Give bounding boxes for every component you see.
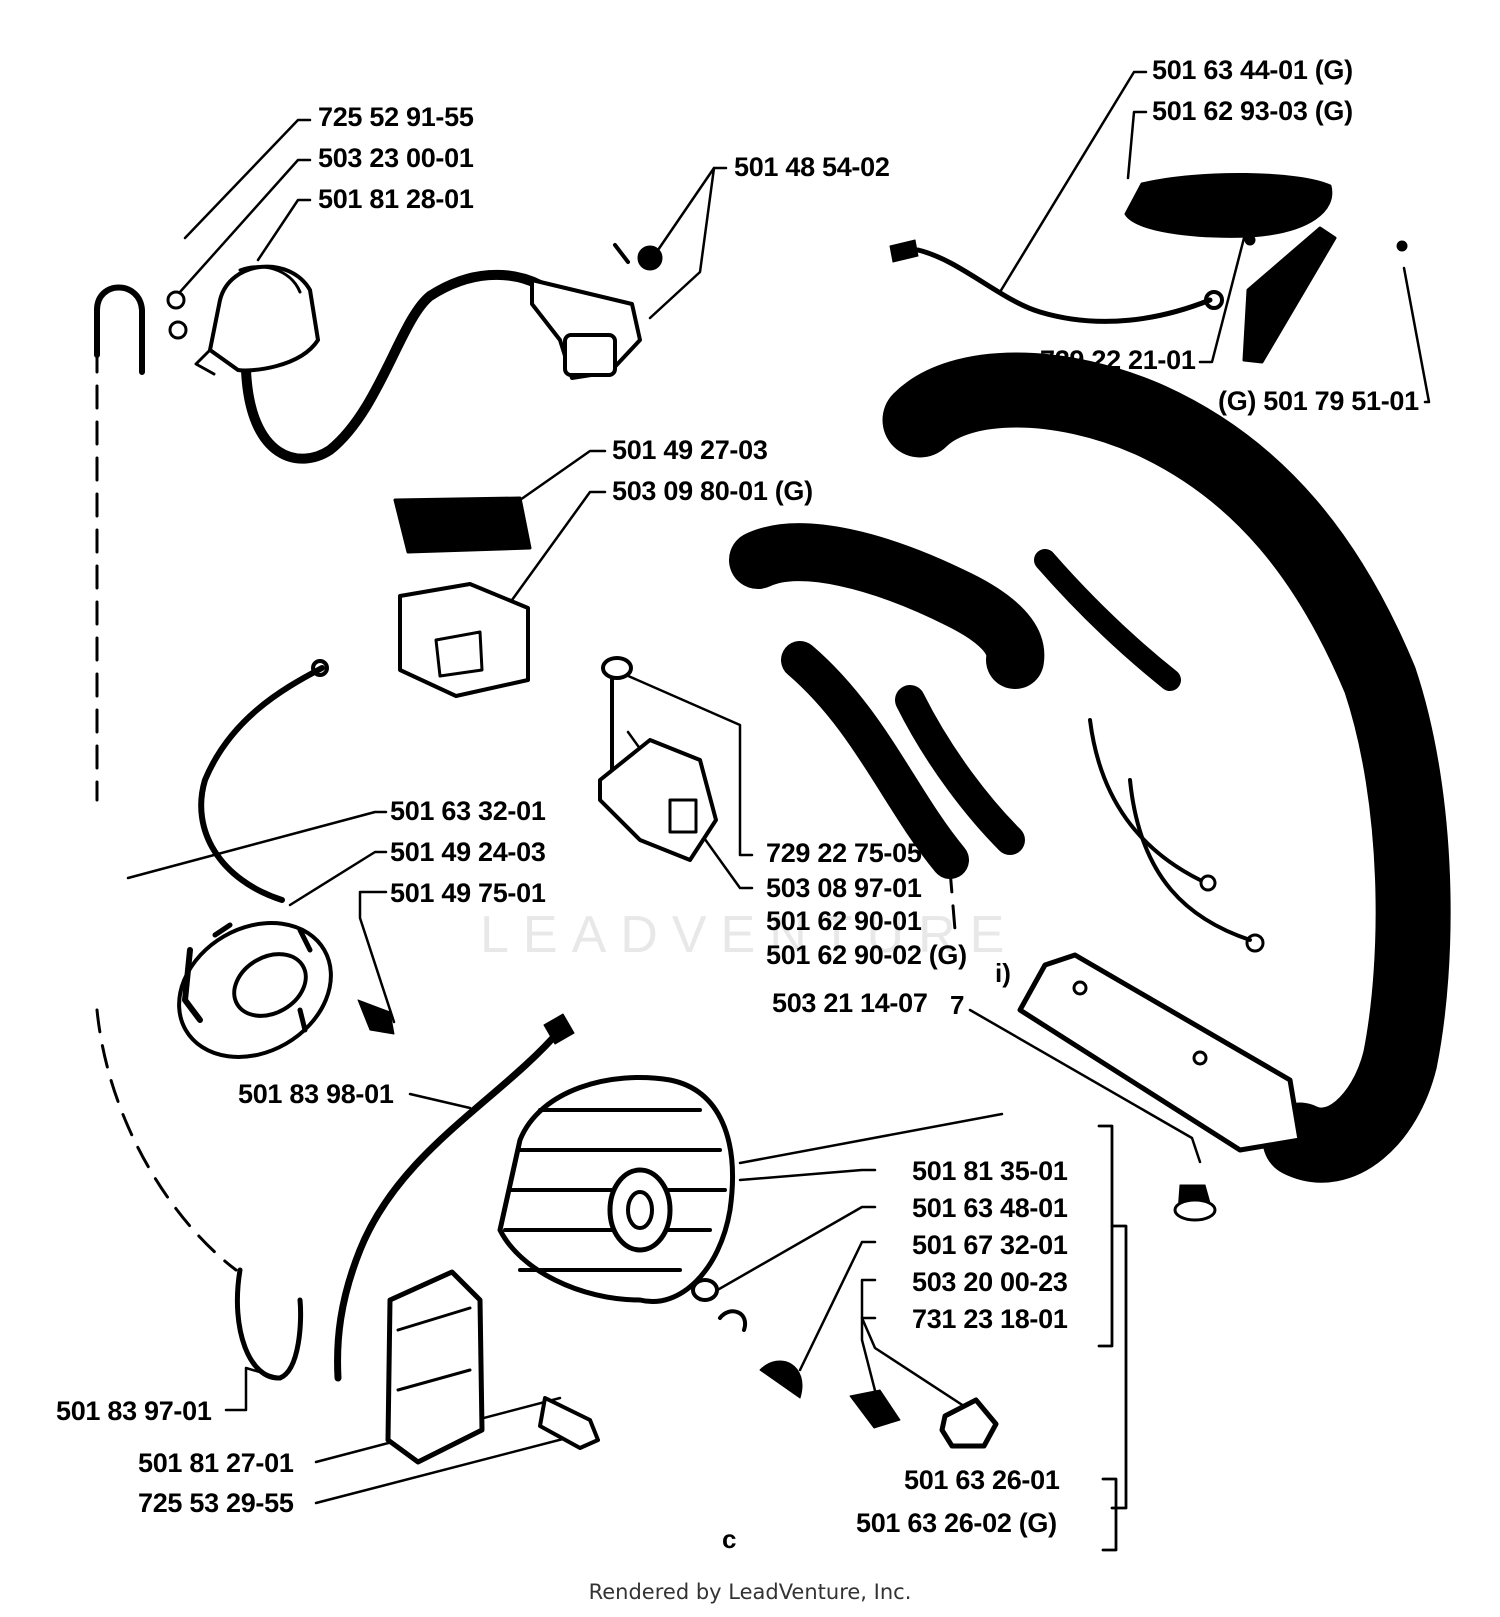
part-label: 501 62 90-01: [766, 906, 922, 936]
bracket-center: [598, 656, 718, 862]
part-label: 501 63 32-01: [390, 796, 546, 826]
filter-element: [393, 496, 532, 554]
part-label: (G) 501 79 51-01: [1218, 386, 1419, 416]
handle-grip: [1124, 173, 1408, 364]
part-label: 501 63 44-01 (G): [1152, 55, 1353, 85]
switch-block: [398, 582, 530, 698]
part-label: 501 83 98-01: [238, 1079, 394, 1109]
part-label: 503 23 00-01: [318, 143, 474, 173]
part-label: 501 49 75-01: [390, 878, 546, 908]
ignition-coil-left: [177, 921, 333, 1059]
ignition-module-lower: [385, 1269, 600, 1465]
part-label: 503 09 80-01 (G): [612, 476, 813, 506]
part-label: 729 22 75-05: [766, 838, 922, 868]
brackets: [1097, 1124, 1128, 1552]
part-label: 731 23 18-01: [912, 1304, 1068, 1334]
label-fragment: 7: [950, 990, 965, 1020]
part-label: 729 22 21-01: [1040, 345, 1196, 375]
part-label: 501 62 90-02 (G): [766, 940, 967, 970]
watermark: LEADVENTURE: [480, 906, 1019, 964]
part-label: 501 49 27-03: [612, 435, 768, 465]
ignition-coil-top: [166, 264, 320, 376]
module-wire: [198, 665, 325, 903]
part-label: 501 83 97-01: [56, 1396, 212, 1426]
part-label: 503 21 14-07: [772, 988, 928, 1018]
part-label: 501 81 28-01: [318, 184, 474, 214]
part-label: 501 81 27-01: [138, 1448, 294, 1478]
part-label: 503 20 00-23: [912, 1267, 1068, 1297]
part-label: 503 08 97-01: [766, 873, 922, 903]
front-handle: [882, 352, 1451, 1222]
coil-lead: [241, 269, 545, 464]
part-label: 725 52 91-55: [318, 102, 474, 132]
fasteners-lower: [691, 1278, 999, 1449]
part-label: 501 48 54-02: [734, 152, 890, 182]
spark-lead: [334, 1026, 564, 1382]
hose-center: [729, 523, 1045, 879]
part-label: 501 67 32-01: [912, 1230, 1068, 1260]
label-fragment: c: [722, 1524, 737, 1554]
footer-credit: Rendered by LeadVenture, Inc.: [588, 1580, 912, 1604]
leader-lines: [126, 70, 1431, 1505]
dashed-cable: [95, 348, 957, 1272]
label-fragment: i): [995, 958, 1011, 988]
switch-assembly: [530, 243, 663, 380]
module-bolt: [357, 999, 395, 1035]
part-label: 501 63 48-01: [912, 1193, 1068, 1223]
part-label: 725 53 29-55: [138, 1488, 294, 1518]
label-fragment: 5: [950, 840, 965, 870]
heater-wire: [889, 239, 1224, 324]
ignition-wire-hook: [94, 284, 145, 375]
part-label: 501 63 26-01: [904, 1465, 1060, 1495]
part-label: 501 81 35-01: [912, 1156, 1068, 1186]
flywheel: [497, 1075, 735, 1304]
part-label: 501 63 26-02 (G): [856, 1508, 1057, 1538]
part-label: 501 49 24-03: [390, 837, 546, 867]
part-label: 501 62 93-03 (G): [1152, 96, 1353, 126]
